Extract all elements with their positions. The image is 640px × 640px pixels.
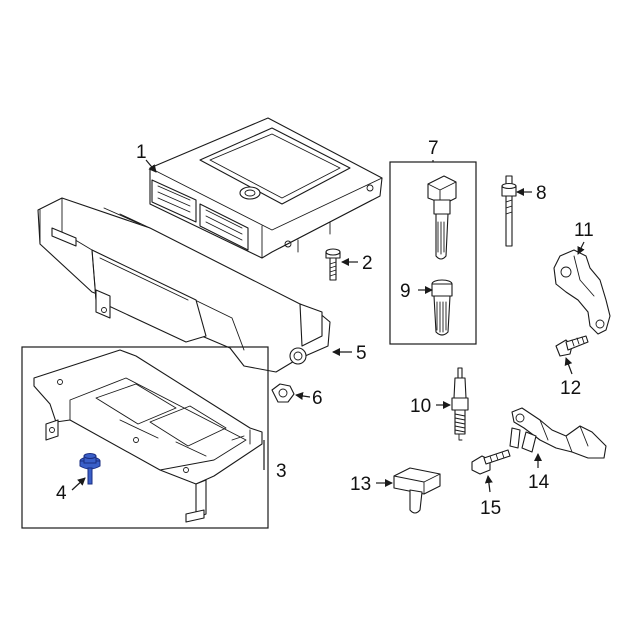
- bolt-part-2[interactable]: [325, 248, 341, 281]
- callout-13: 13: [350, 474, 371, 495]
- engine-control-module[interactable]: [149, 117, 383, 259]
- sensor-part-14[interactable]: [509, 407, 607, 459]
- module-bracket[interactable]: [37, 197, 331, 373]
- nut-part-6[interactable]: [271, 383, 295, 403]
- coil-boot-part-9[interactable]: [431, 279, 453, 336]
- screw-part-4-highlighted[interactable]: [79, 453, 101, 485]
- callout-9: 9: [400, 281, 411, 302]
- callout-7: 7: [428, 138, 439, 159]
- callout-10: 10: [410, 396, 431, 417]
- bolt-part-12[interactable]: [555, 335, 589, 357]
- callout-1: 1: [136, 142, 147, 163]
- sensor-part-13[interactable]: [393, 467, 441, 514]
- callout-8: 8: [536, 183, 547, 204]
- callout-3: 3: [276, 461, 287, 482]
- callout-15: 15: [480, 498, 501, 519]
- spark-plug-part-10[interactable]: [451, 367, 469, 441]
- stud-part-8[interactable]: [501, 175, 517, 247]
- callout-14: 14: [528, 472, 550, 493]
- ignition-coil-part-7[interactable]: [427, 175, 457, 260]
- bolt-part-15[interactable]: [471, 449, 511, 475]
- callout-5: 5: [356, 343, 367, 364]
- callout-6: 6: [312, 388, 323, 409]
- callout-12: 12: [560, 378, 581, 399]
- callout-2: 2: [362, 253, 373, 274]
- bracket-part-11[interactable]: [553, 249, 611, 335]
- part-3-box: [21, 346, 269, 529]
- callout-4: 4: [56, 483, 67, 504]
- lower-bracket[interactable]: [33, 349, 263, 523]
- callout-11: 11: [574, 220, 594, 241]
- leader-lines: [71, 159, 585, 493]
